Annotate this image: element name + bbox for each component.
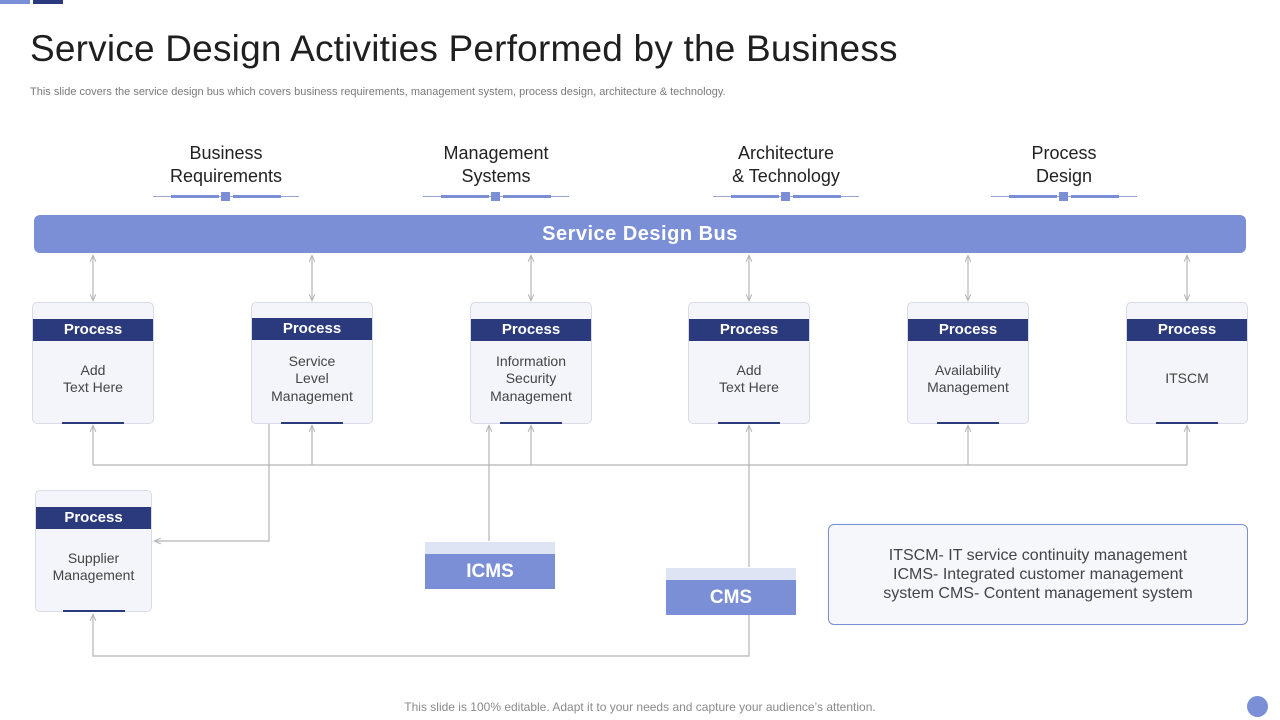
process-card-footer-bar <box>937 422 999 424</box>
process-card-header: Process <box>33 319 153 341</box>
process-card-add-text-1: Process Add Text Here <box>32 302 154 424</box>
process-card-header: Process <box>1127 319 1247 341</box>
corner-accent-light <box>0 0 30 4</box>
category-divider <box>991 192 1137 201</box>
process-card-add-text-2: Process Add Text Here <box>688 302 810 424</box>
process-card-service-level-management: Process Service Level Management <box>251 302 373 424</box>
process-card-footer-bar <box>62 422 124 424</box>
process-card-footer-bar <box>281 422 343 424</box>
system-box-label: CMS <box>666 580 796 615</box>
process-card-footer-bar <box>62 610 125 612</box>
service-design-bus: Service Design Bus <box>34 215 1246 253</box>
process-card-text: Information Security Management <box>490 352 572 404</box>
process-card-itscm: Process ITSCM <box>1126 302 1248 424</box>
process-card-footer-bar <box>718 422 780 424</box>
process-card-availability-management: Process Availability Management <box>907 302 1029 424</box>
process-card-text: Service Level Management <box>271 352 353 404</box>
process-card-header: Process <box>36 507 151 529</box>
category-divider <box>423 192 569 201</box>
process-card-text: Add Text Here <box>719 361 779 396</box>
category-management-systems: Management Systems <box>443 143 549 186</box>
category-business-requirements: Business Requirements <box>169 143 283 186</box>
process-card-header: Process <box>908 319 1028 341</box>
process-card-information-security-management: Process Information Security Management <box>470 302 592 424</box>
process-card-text: ITSCM <box>1165 370 1209 387</box>
system-box-cms: CMS <box>666 568 796 615</box>
system-box-label: ICMS <box>425 554 555 589</box>
slide-subtitle: This slide covers the service design bus… <box>30 86 726 98</box>
slide-footer-note: This slide is 100% editable. Adapt it to… <box>404 700 876 714</box>
process-card-text: Add Text Here <box>63 361 123 396</box>
process-card-supplier-management: Process Supplier Management <box>35 490 152 612</box>
category-architecture-technology: Architecture & Technology <box>732 143 840 186</box>
process-card-header: Process <box>471 319 591 341</box>
process-card-text: Supplier Management <box>52 549 135 584</box>
system-box-cap <box>666 568 796 580</box>
corner-accent-dark <box>33 0 63 4</box>
system-box-icms: ICMS <box>425 542 555 589</box>
process-card-header: Process <box>252 318 372 340</box>
process-card-text: Availability Management <box>927 361 1009 396</box>
process-card-header: Process <box>689 319 809 341</box>
category-divider <box>153 192 299 201</box>
process-card-footer-bar <box>500 422 562 424</box>
corner-dot-decoration <box>1247 696 1268 717</box>
abbreviation-legend-text: ITSCM- IT service continuity management … <box>883 547 1193 602</box>
slm-to-supplier-line <box>155 424 270 541</box>
cms-to-supplier-line <box>93 614 750 657</box>
abbreviation-legend: ITSCM- IT service continuity management … <box>828 524 1248 625</box>
category-divider <box>713 192 859 201</box>
process-card-footer-bar <box>1156 422 1218 424</box>
category-process-design: Process Design <box>1031 143 1097 186</box>
slide-title: Service Design Activities Performed by t… <box>30 28 898 69</box>
system-box-cap <box>425 542 555 554</box>
